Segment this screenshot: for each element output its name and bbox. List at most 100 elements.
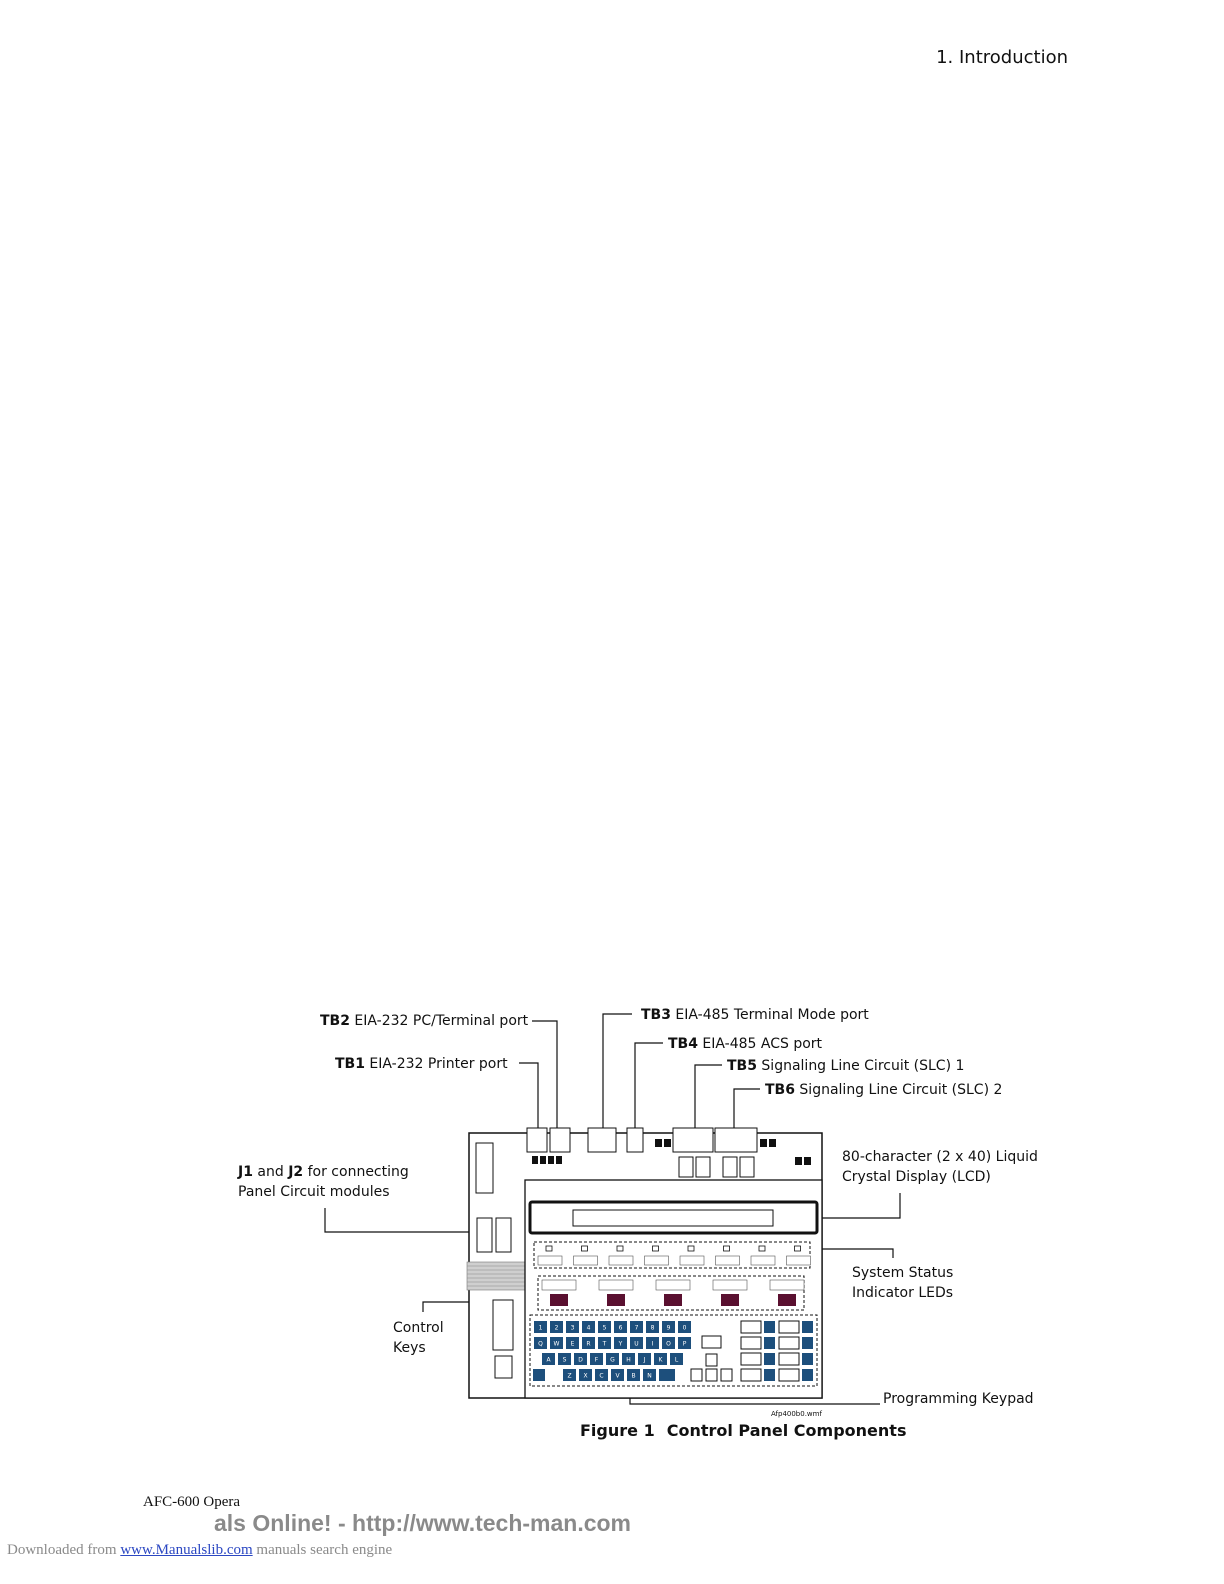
download-prefix: Downloaded from	[7, 1542, 121, 1558]
terminal-block-tb1-tb2	[526, 1127, 571, 1153]
keypad-key-label: P	[683, 1341, 687, 1348]
keypad-key	[563, 1369, 576, 1381]
status-led	[652, 1245, 659, 1252]
callout-leds-line2: Indicator LEDs	[852, 1285, 953, 1301]
keypad-key	[638, 1353, 651, 1365]
callout-tb3: TB3 EIA-485 Terminal Mode port	[641, 1007, 869, 1023]
function-key	[802, 1337, 813, 1349]
control-key	[607, 1294, 625, 1306]
function-key-label	[740, 1320, 762, 1334]
terminal-block-tb4	[626, 1127, 644, 1153]
keypad-key	[534, 1321, 547, 1333]
keypad-key-label: U	[634, 1341, 638, 1348]
callout-lcd-line1: 80-character (2 x 40) Liquid	[842, 1149, 1038, 1165]
keypad-key	[614, 1321, 627, 1333]
status-led	[616, 1245, 624, 1252]
callout-tb1: TB1 EIA-232 Printer port	[335, 1056, 508, 1072]
status-led	[723, 1245, 730, 1252]
control-key	[550, 1294, 568, 1306]
callout-tb6: TB6 Signaling Line Circuit (SLC) 2	[765, 1082, 1002, 1098]
keypad-key-label: V	[615, 1373, 620, 1380]
function-key-label	[778, 1320, 800, 1334]
enter-key	[701, 1335, 722, 1349]
keypad-key	[598, 1321, 611, 1333]
callout-j1j2: J1 and J2 for connecting	[237, 1164, 409, 1180]
control-key-label	[655, 1279, 691, 1291]
function-key-label	[778, 1336, 800, 1350]
ribbon-cable	[466, 1261, 526, 1291]
keypad-key	[558, 1353, 571, 1365]
keypad-key	[646, 1321, 659, 1333]
status-led-label	[644, 1255, 669, 1266]
keypad-key	[662, 1337, 675, 1349]
keypad-key-label: W	[554, 1341, 560, 1348]
keypad-key-label: Y	[618, 1341, 623, 1348]
function-key-label	[778, 1368, 800, 1382]
keypad-key-label: 3	[571, 1325, 575, 1332]
keypad-key-label: I	[652, 1341, 654, 1348]
keypad-key	[678, 1321, 691, 1333]
function-key	[764, 1353, 775, 1365]
keypad-key-label: F	[595, 1357, 599, 1364]
status-led-group	[533, 1241, 811, 1269]
callout-j1j2-line2: Panel Circuit modules	[238, 1184, 390, 1200]
keypad-key-label: K	[659, 1357, 664, 1364]
keypad-key	[622, 1353, 635, 1365]
panel-board: 1234567890QWERTYUIOPASDFGHJKLZXCVBNM Afp…	[466, 1127, 823, 1418]
function-key	[764, 1369, 775, 1381]
keypad-key	[627, 1369, 640, 1381]
keypad-key-label: J	[643, 1357, 646, 1364]
ic-chip-2	[494, 1355, 513, 1379]
status-led	[758, 1245, 766, 1252]
keypad-key-label: 0	[683, 1325, 687, 1332]
keypad-key	[566, 1321, 579, 1333]
keypad-key	[550, 1337, 563, 1349]
status-led-label	[715, 1255, 740, 1266]
keypad-key-label: S	[563, 1357, 567, 1364]
status-led-label	[573, 1255, 598, 1266]
callout-keypad: Programming Keypad	[883, 1391, 1034, 1407]
j1-j2-connectors	[476, 1217, 512, 1253]
download-suffix: manuals search engine	[252, 1542, 393, 1558]
keypad-key-label: N	[647, 1373, 652, 1380]
keypad-key	[630, 1321, 643, 1333]
control-key-label	[712, 1279, 748, 1291]
status-led	[687, 1245, 695, 1252]
lcd-window	[572, 1209, 774, 1227]
callout-leds-line1: System Status	[852, 1265, 953, 1281]
keypad-key-label: E	[571, 1341, 575, 1348]
terminal-block-tb3	[587, 1127, 617, 1153]
keypad-key-label: 6	[619, 1325, 623, 1332]
manualslib-link[interactable]: www.Manualslib.com	[120, 1542, 253, 1558]
keypad-key-label: B	[631, 1373, 635, 1380]
ic-chip-1	[492, 1299, 514, 1351]
keypad-key	[678, 1337, 691, 1349]
left-arrow-key	[690, 1368, 703, 1382]
status-led	[794, 1245, 801, 1252]
keypad-key	[611, 1369, 624, 1381]
control-key	[778, 1294, 796, 1306]
function-key	[764, 1321, 775, 1333]
keypad-key-label: G	[610, 1357, 615, 1364]
keypad-key	[646, 1337, 659, 1349]
keypad-key	[595, 1369, 608, 1381]
control-key-group	[537, 1275, 805, 1311]
status-led	[545, 1245, 553, 1252]
keypad-key-label: T	[602, 1341, 607, 1348]
status-led-label	[608, 1255, 634, 1266]
control-key-label	[598, 1279, 634, 1291]
keypad-key-label: 1	[539, 1325, 543, 1332]
status-leds	[537, 1245, 811, 1266]
keypad-key	[582, 1321, 595, 1333]
file-label: Afp400b0.wmf	[771, 1410, 822, 1418]
keypad-key-label: 9	[667, 1325, 671, 1332]
keypad-key-label: O	[666, 1341, 671, 1348]
keypad-key	[606, 1353, 619, 1365]
control-key	[721, 1294, 739, 1306]
up-arrow-key	[705, 1353, 718, 1367]
keypad-key-label: 7	[635, 1325, 639, 1332]
status-led-label	[537, 1255, 563, 1266]
function-key	[802, 1353, 813, 1365]
control-key-label	[769, 1279, 805, 1291]
